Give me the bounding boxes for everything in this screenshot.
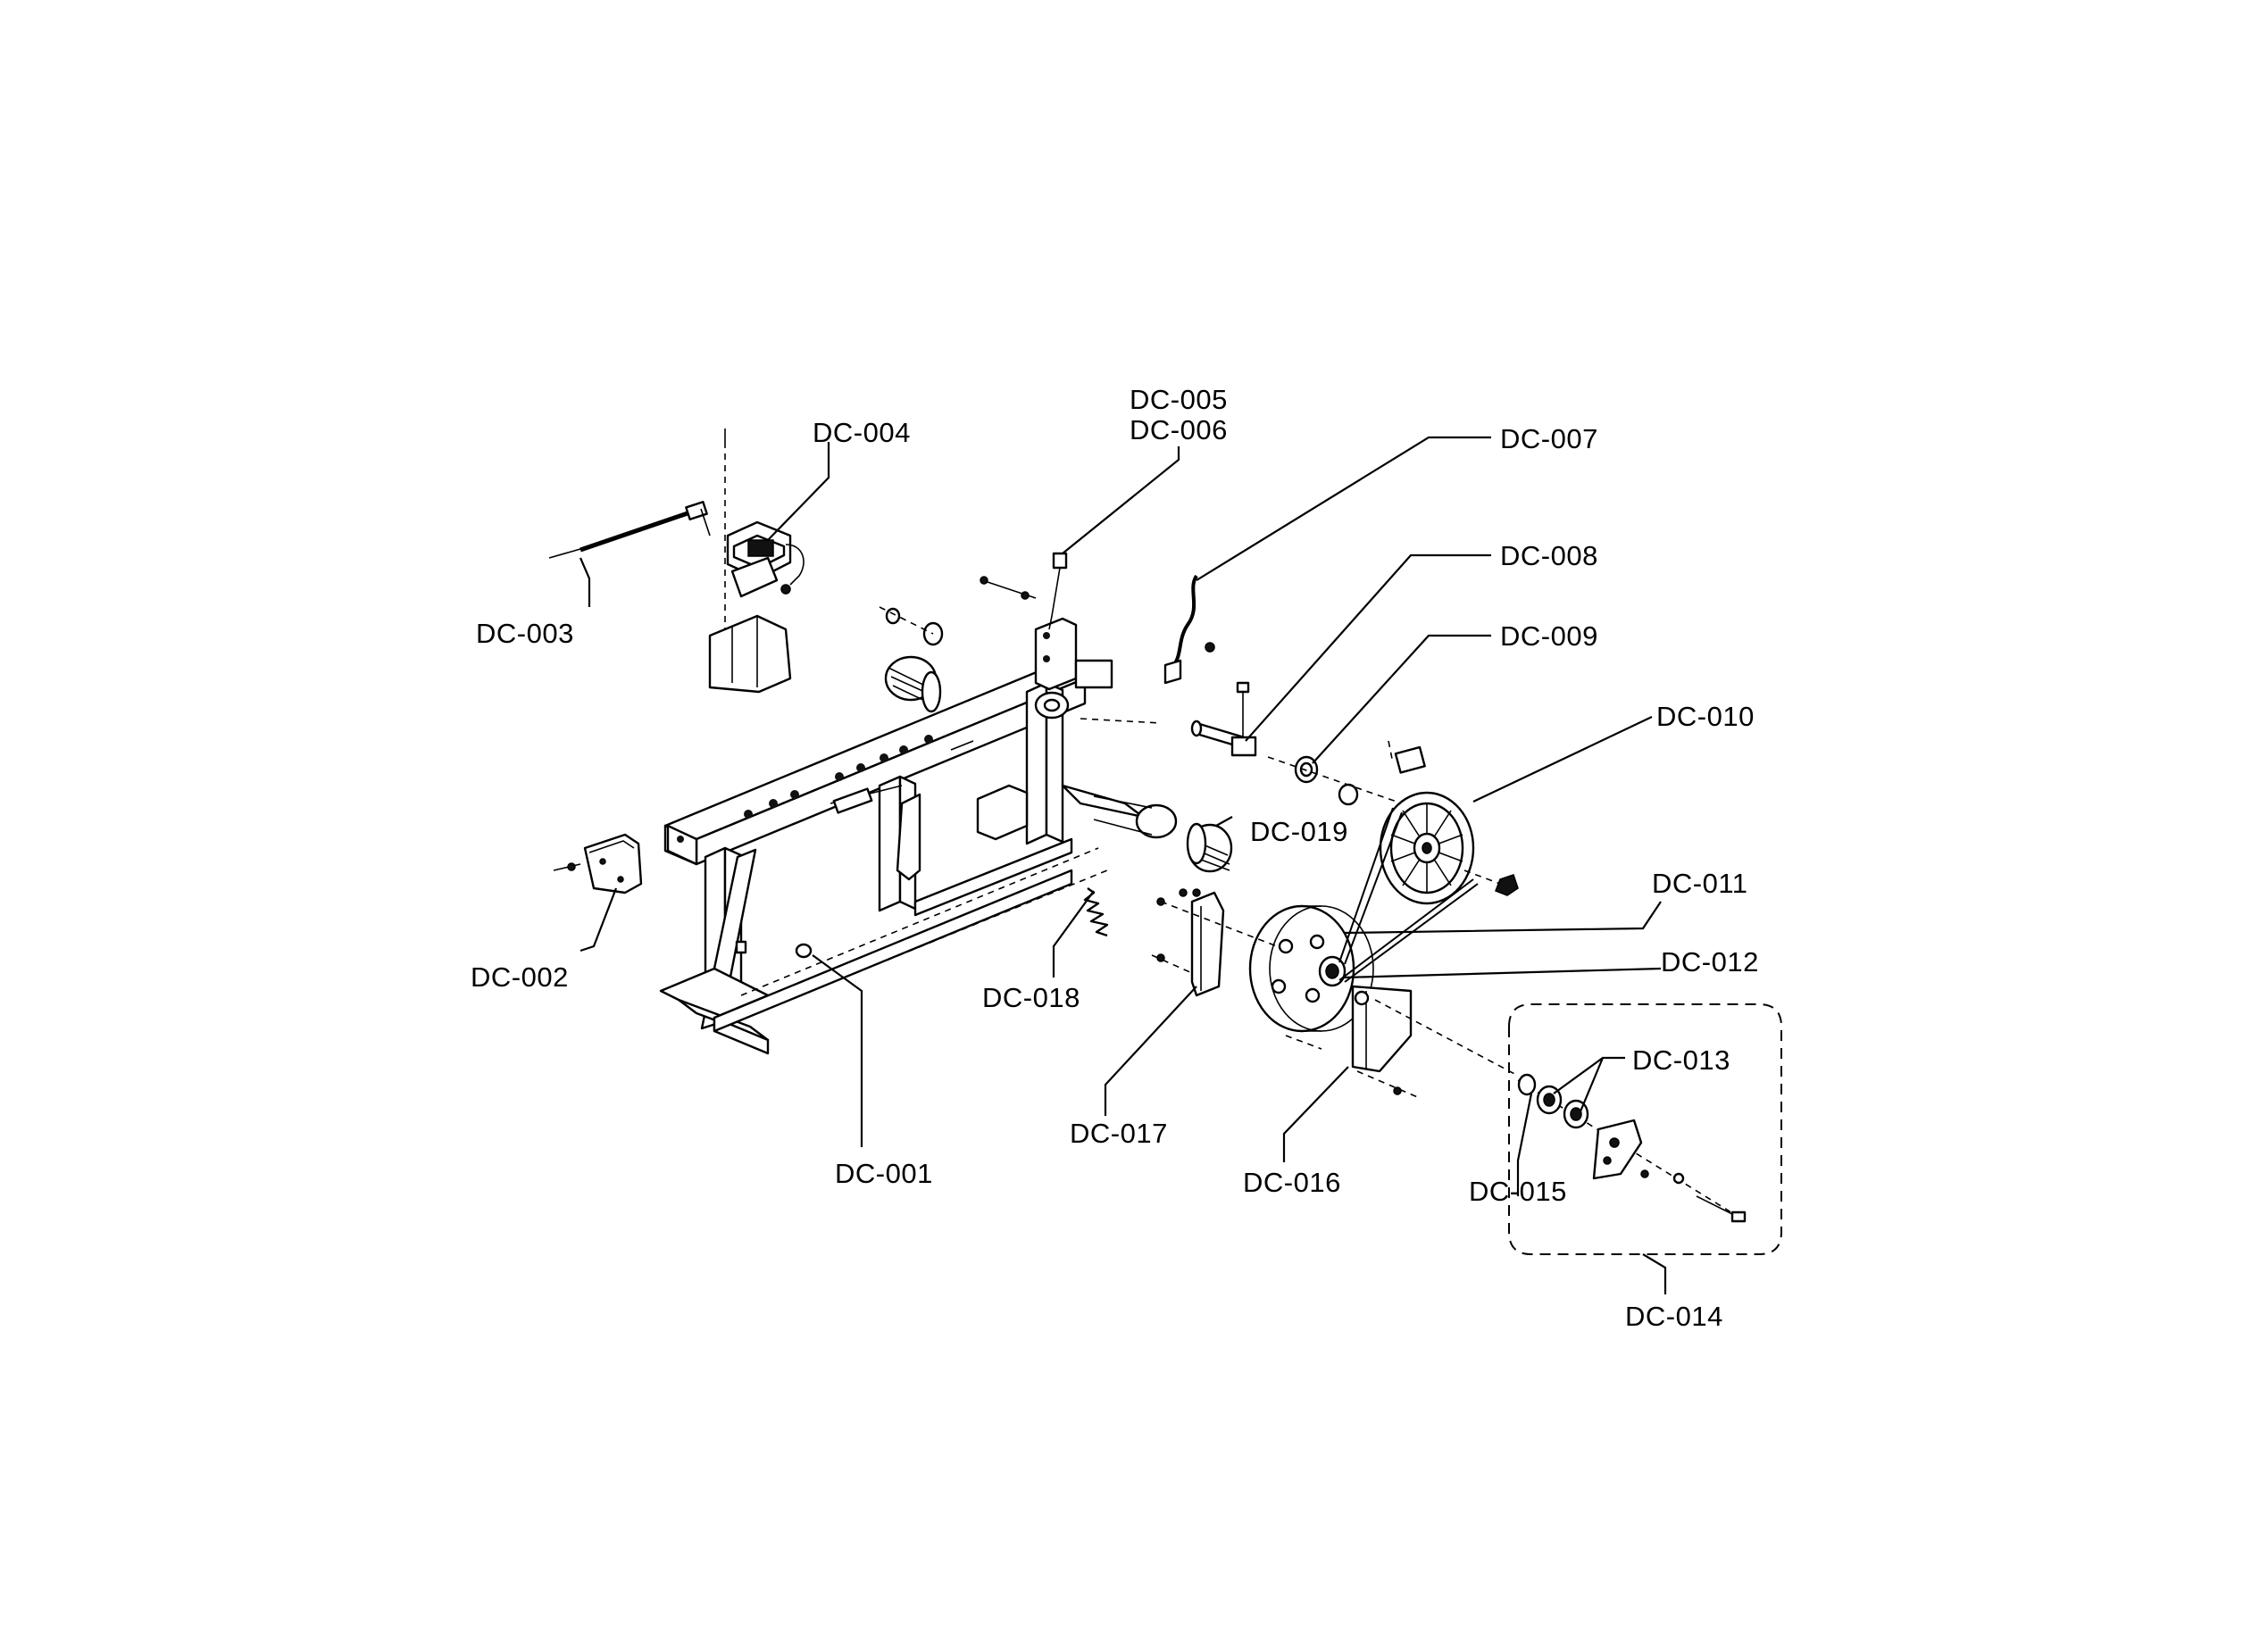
large-pulley bbox=[1379, 791, 1519, 905]
label-dc-008: DC-008 bbox=[1500, 540, 1598, 571]
spring bbox=[1083, 887, 1109, 937]
label-dc-010: DC-010 bbox=[1656, 701, 1755, 732]
flywheel-assembly bbox=[1248, 807, 1479, 1033]
label-dc-016: DC-016 bbox=[1243, 1167, 1341, 1198]
label-dc-015: DC-015 bbox=[1469, 1176, 1567, 1207]
leader-lines bbox=[579, 436, 1667, 1294]
label-dc-004: DC-004 bbox=[813, 417, 911, 448]
label-dc-019: DC-019 bbox=[1250, 816, 1348, 847]
part-labels: DC-001 DC-002 DC-003 DC-004 DC-005 DC-00… bbox=[471, 384, 1759, 1332]
bearing-kit bbox=[1508, 1003, 1782, 1255]
motor-assembly bbox=[548, 428, 805, 694]
label-dc-006: DC-006 bbox=[1130, 414, 1228, 445]
label-dc-018: DC-018 bbox=[982, 982, 1080, 1013]
main-frame bbox=[659, 617, 1178, 1055]
label-dc-014: DC-014 bbox=[1625, 1301, 1723, 1332]
beam-holes bbox=[744, 735, 933, 819]
side-brackets bbox=[1151, 888, 1519, 1099]
end-cap bbox=[553, 833, 643, 894]
label-dc-011: DC-011 bbox=[1652, 868, 1748, 899]
bearing bbox=[1267, 740, 1426, 806]
sensor-bracket bbox=[980, 552, 1068, 630]
label-dc-002: DC-002 bbox=[471, 961, 569, 993]
label-dc-017: DC-017 bbox=[1070, 1118, 1168, 1149]
wire-harness bbox=[1163, 574, 1215, 685]
label-dc-005: DC-005 bbox=[1130, 384, 1228, 415]
label-dc-007: DC-007 bbox=[1500, 423, 1598, 454]
label-dc-009: DC-009 bbox=[1500, 620, 1598, 652]
label-dc-013: DC-013 bbox=[1632, 1044, 1730, 1076]
label-dc-001: DC-001 bbox=[835, 1158, 933, 1189]
label-dc-012: DC-012 bbox=[1661, 946, 1759, 978]
label-dc-003: DC-003 bbox=[476, 618, 574, 649]
rollers bbox=[879, 606, 1233, 873]
drive-shaft bbox=[1080, 681, 1257, 757]
